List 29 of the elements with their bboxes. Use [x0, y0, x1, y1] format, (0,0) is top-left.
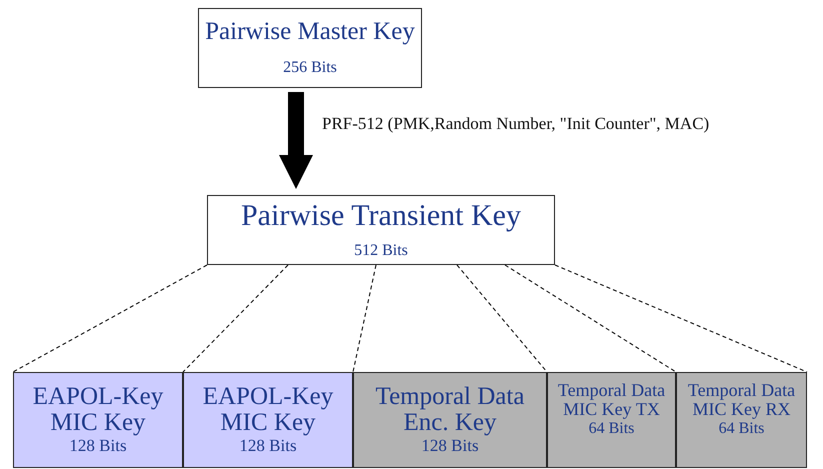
dashed-line: [182, 264, 288, 372]
key-name: EAPOL-Key MIC Key: [32, 384, 164, 436]
edge-label: PRF-512 (PMK,Random Number, "Init Counter", MAC): [322, 114, 710, 134]
key-name: Temporal Data MIC Key TX: [556, 381, 666, 419]
key-box: [207, 195, 555, 265]
key-name: Temporal Data MIC Key RX: [686, 381, 796, 419]
key-size: 128 Bits: [421, 436, 479, 456]
dashed-line: [352, 264, 376, 372]
key-box: [676, 372, 807, 468]
key-box: [198, 8, 422, 88]
key-size: 256 Bits: [283, 58, 337, 77]
dashed-line: [554, 264, 808, 372]
key-size: 64 Bits: [588, 419, 634, 438]
key-size: 128 Bits: [69, 436, 127, 456]
key-size: 64 Bits: [718, 419, 764, 438]
key-name: Pairwise Master Key: [205, 19, 415, 46]
dashed-line: [504, 264, 676, 372]
dashed-line: [12, 264, 208, 372]
block-arrow: [279, 92, 313, 189]
key-size: 128 Bits: [239, 436, 297, 456]
key-name: Temporal Data Enc. Key: [374, 384, 526, 436]
dashed-line: [456, 264, 548, 372]
key-name: Pairwise Transient Key: [241, 200, 521, 232]
key-name: EAPOL-Key MIC Key: [202, 384, 334, 436]
key-size: 512 Bits: [354, 241, 408, 260]
key-box: [547, 372, 676, 468]
key-box: [13, 372, 183, 468]
key-box: [353, 372, 547, 468]
key-box: [183, 372, 353, 468]
